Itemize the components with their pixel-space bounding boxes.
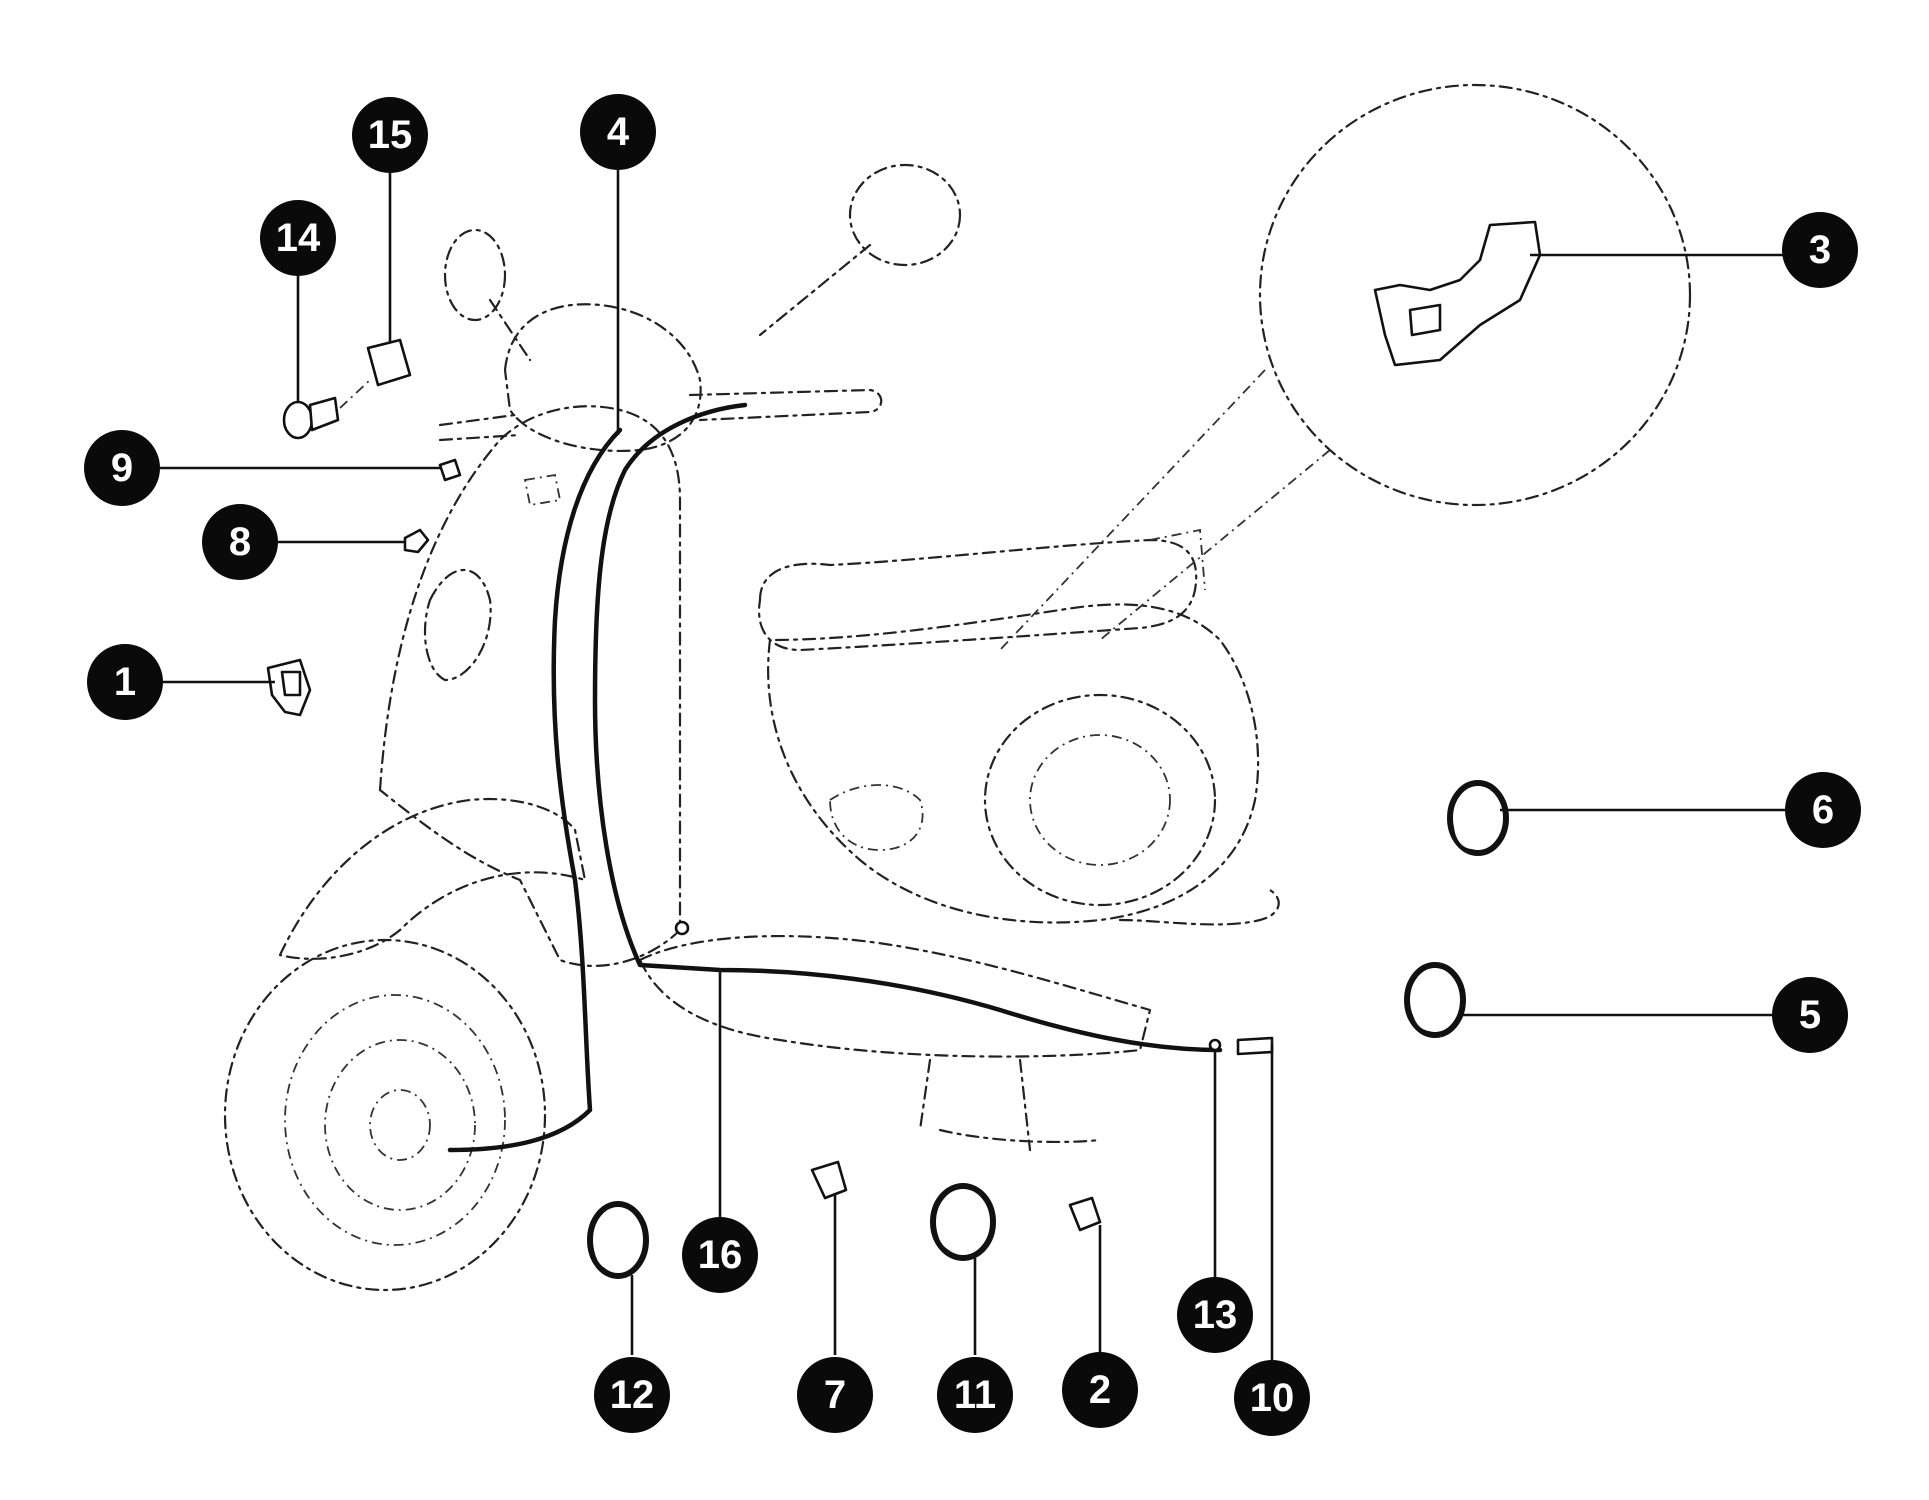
callout-14-label: 14 [276, 216, 321, 260]
headset [503, 303, 702, 453]
part-15-clip-nut [366, 338, 412, 387]
detail-magnifier-line [999, 369, 1331, 651]
part-2-clip-nut [1068, 1196, 1102, 1232]
rear-cowl [767, 603, 1260, 924]
mirror-right [848, 163, 962, 267]
exhaust [1118, 888, 1280, 926]
cable-joint [674, 920, 690, 936]
part-11-hose-clamp [930, 1183, 996, 1261]
part-3-bracket-slot [1408, 303, 1442, 337]
floorboard [638, 934, 1152, 1058]
callout-12-label: 12 [610, 1373, 655, 1417]
front-brake-disc [324, 1039, 476, 1211]
callout-9-label: 9 [111, 446, 133, 490]
callout-5-label: 5 [1799, 993, 1821, 1037]
callout-16: 16 [682, 1217, 758, 1293]
horn-cover [423, 569, 492, 682]
callout-13: 13 [1177, 1277, 1253, 1353]
mirror-left [443, 228, 507, 322]
callout-15: 15 [352, 97, 428, 173]
rear-wheel [983, 693, 1217, 907]
callout-10-label: 10 [1250, 1376, 1295, 1420]
front-wheel-outline [223, 938, 547, 1292]
center-stand [918, 1058, 1102, 1152]
part-9-small-clip [438, 458, 462, 482]
callout-7: 7 [797, 1357, 873, 1433]
callout-15-label: 15 [368, 113, 413, 157]
callout-14: 14 [260, 200, 336, 276]
callout-9: 9 [84, 430, 160, 506]
callout-6-label: 6 [1812, 788, 1834, 832]
callout-7-label: 7 [824, 1373, 846, 1417]
part-14-screw [282, 396, 340, 440]
mirror-right-stem [758, 243, 872, 337]
brake-cable-hose [592, 402, 1223, 1053]
callout-16-label: 16 [698, 1233, 743, 1277]
part-10-fitting [1236, 1036, 1274, 1056]
part-3-bracket [1373, 220, 1542, 367]
part-13-fitting [1208, 1038, 1222, 1052]
callout-11: 11 [937, 1357, 1013, 1433]
callout-3-label: 3 [1809, 228, 1831, 272]
scooter-outline [223, 83, 1692, 1292]
handlebar-left [438, 413, 522, 442]
callout-4: 4 [580, 94, 656, 170]
callout-11-label: 11 [954, 1373, 996, 1417]
part-12-hose-clamp [587, 1201, 649, 1279]
callout-13-label: 13 [1193, 1293, 1238, 1337]
rear-wheel-inner [1029, 734, 1171, 866]
callout-12: 12 [594, 1357, 670, 1433]
callout-6: 6 [1785, 772, 1861, 848]
parts [266, 220, 1542, 1279]
handlebar-right [688, 388, 883, 422]
callout-1: 1 [87, 644, 163, 720]
screw-axis-line [339, 379, 371, 409]
seat [757, 538, 1198, 652]
badge [523, 473, 562, 507]
front-wheel-inner [284, 994, 506, 1246]
callout-4-label: 4 [607, 110, 630, 154]
callout-2-label: 2 [1089, 1368, 1111, 1412]
part-5-hose-clamp [1404, 962, 1466, 1038]
detail-magnifier-circle [1258, 83, 1692, 507]
part-8-small-clip [403, 528, 430, 554]
part-7-clip-nut [810, 1160, 848, 1200]
brake-cable-front [447, 427, 623, 1153]
callout-5: 5 [1772, 977, 1848, 1053]
part-1-clip [266, 658, 312, 717]
mirror-left-stem [488, 298, 532, 362]
callout-8: 8 [202, 504, 278, 580]
side-panel-scoop [829, 784, 924, 851]
callout-3: 3 [1782, 212, 1858, 288]
callout-markers: 1 2 3 4 5 6 7 8 [84, 94, 1861, 1436]
callout-1-label: 1 [114, 660, 136, 704]
front-fender [278, 798, 587, 960]
callout-10: 10 [1234, 1360, 1310, 1436]
rear-rack [1149, 528, 1206, 591]
front-hub [369, 1089, 431, 1161]
callout-8-label: 8 [229, 520, 251, 564]
leader-lines [160, 165, 1785, 1360]
leg-shield [378, 405, 682, 967]
part-6-hose-clamp [1447, 780, 1509, 856]
callout-2: 2 [1062, 1352, 1138, 1428]
